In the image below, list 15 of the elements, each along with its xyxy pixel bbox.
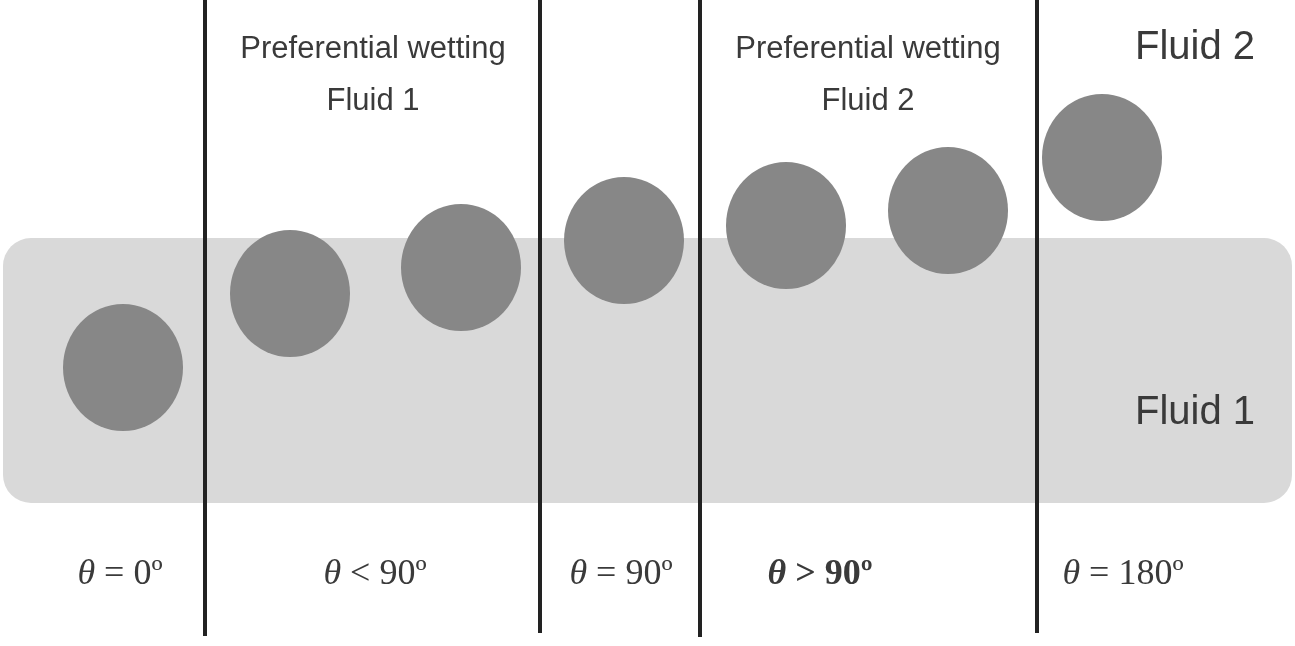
- phase-label: Fluid 2: [1133, 22, 1257, 69]
- droplet: [1042, 94, 1162, 221]
- droplet: [401, 204, 521, 331]
- angle-label: θ = 0º: [76, 551, 164, 594]
- phase-label: Fluid 1: [1133, 387, 1257, 434]
- droplet: [63, 304, 183, 431]
- droplet: [888, 147, 1008, 274]
- angle-label: θ > 90º: [766, 551, 874, 594]
- droplet: [726, 162, 846, 289]
- angle-label: θ < 90º: [322, 551, 428, 594]
- heading-label: Preferential wetting Fluid 1: [239, 29, 507, 119]
- droplet: [564, 177, 684, 304]
- heading-label: Preferential wetting Fluid 2: [734, 29, 1002, 119]
- angle-label: θ = 90º: [568, 551, 674, 594]
- angle-label: θ = 180º: [1061, 551, 1185, 594]
